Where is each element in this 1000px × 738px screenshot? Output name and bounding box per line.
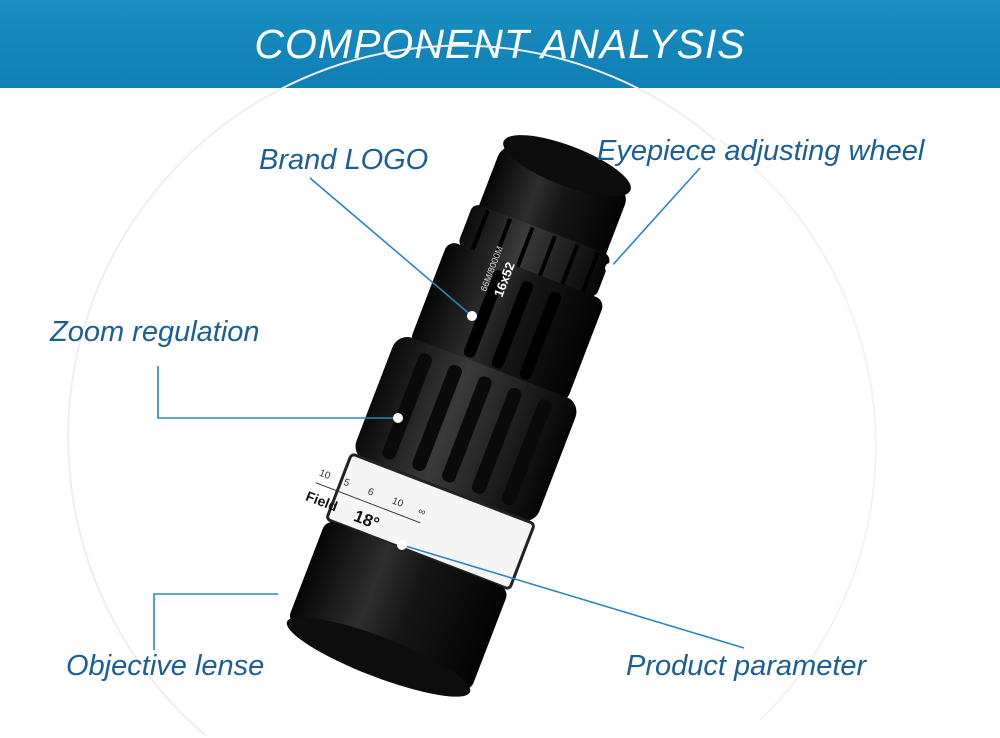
pointer-dot (393, 413, 403, 423)
pointer-dot (397, 540, 407, 550)
scale-mark: 10 (317, 468, 332, 482)
page-title: COMPONENT ANALYSIS (254, 20, 746, 67)
monocular (286, 135, 631, 697)
leader-line-objective (153, 593, 278, 650)
callout-brand-logo: Brand LOGO (259, 144, 429, 176)
scale-mark: ∞ (416, 506, 427, 519)
scale-mark: 10 (390, 496, 405, 510)
scale-mark: 5 (342, 477, 352, 489)
leader-line-zoom (157, 366, 398, 419)
background-arc (719, 139, 877, 721)
pointer-dot (605, 263, 615, 273)
objective-end (286, 617, 471, 697)
scale-mark: 6 (366, 486, 376, 498)
header-banner: COMPONENT ANALYSIS (0, 0, 1000, 88)
callout-eyepiece-wheel: Eyepiece adjusting wheel (597, 135, 925, 167)
callout-zoom-regulation: Zoom regulation (50, 316, 260, 348)
pointer-dot (467, 311, 477, 321)
background-arc (67, 44, 716, 736)
field-label: Field (304, 488, 340, 515)
callout-objective-lens: Objective lense (66, 650, 265, 682)
leader-line-parameter (401, 544, 745, 649)
leader-line-brand-logo (309, 177, 473, 317)
eyepiece-end (503, 135, 631, 197)
objective-barrel (289, 521, 507, 690)
leader-line-eyepiece-wheel (609, 167, 701, 269)
leader-lines (153, 167, 745, 650)
eyepiece-wheel (459, 205, 610, 297)
callout-product-parameter: Product parameter (626, 650, 867, 682)
